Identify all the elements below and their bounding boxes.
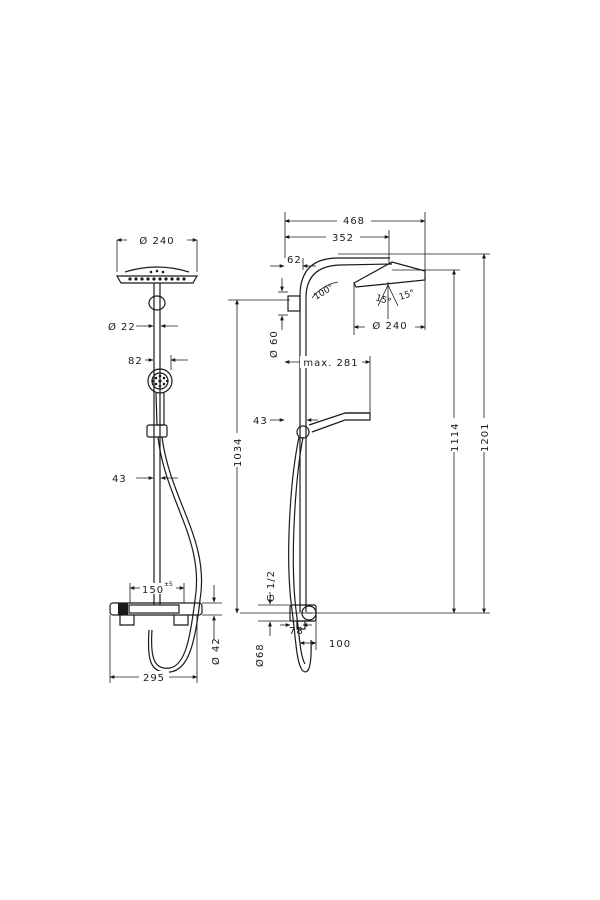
front-mixer-width-label: 295 [143, 673, 165, 684]
front-head-diameter-label: Ø 240 [139, 235, 174, 247]
side-hand-shower [296, 412, 371, 439]
front-mixer-angle-label: 150 [142, 585, 164, 596]
side-view: 468 352 62 100° 15° 15° Ø 240 Ø 60 max. … [228, 212, 491, 673]
side-head-tilt-left-label: 15° [374, 293, 392, 307]
front-wall-distance-label: 43 [112, 474, 127, 485]
side-pipe-height-label: 1034 [233, 438, 244, 467]
front-mixer-depth-label: Ø 42 [210, 637, 222, 665]
side-connection-thread-label: G 1/2 [266, 570, 277, 602]
front-view: Ø 240 Ø 22 82 43 150 ±5 Ø 42 295 [108, 233, 222, 684]
side-arm-angle-label: 100° [312, 283, 336, 303]
side-total-reach-label: 468 [343, 216, 365, 227]
front-shower-head [115, 266, 199, 284]
front-mixer-angle-tolerance: ±5 [164, 581, 173, 588]
side-head-height-label: 1114 [450, 423, 461, 452]
side-mixer-diameter-label: Ø68 [254, 643, 266, 667]
side-total-height-label: 1201 [480, 423, 491, 452]
side-wall-distance-label: 43 [253, 416, 268, 427]
side-mixer-offset-label: 78 [289, 626, 304, 637]
side-hand-reach-label: max. 281 [303, 358, 358, 369]
side-bracket-diameter-label: Ø 60 [268, 330, 280, 358]
front-hand-shower-width-label: 82 [128, 356, 143, 367]
side-head-diameter-label: Ø 240 [372, 320, 407, 332]
side-head-tilt-right-label: 15° [398, 288, 416, 302]
side-mixer-projection-label: 100 [329, 639, 351, 650]
front-pipe-diameter-label: Ø 22 [108, 321, 136, 333]
side-wall-offset-label: 62 [287, 255, 302, 266]
side-arm-reach-label: 352 [332, 233, 354, 244]
front-mixer [109, 602, 203, 626]
